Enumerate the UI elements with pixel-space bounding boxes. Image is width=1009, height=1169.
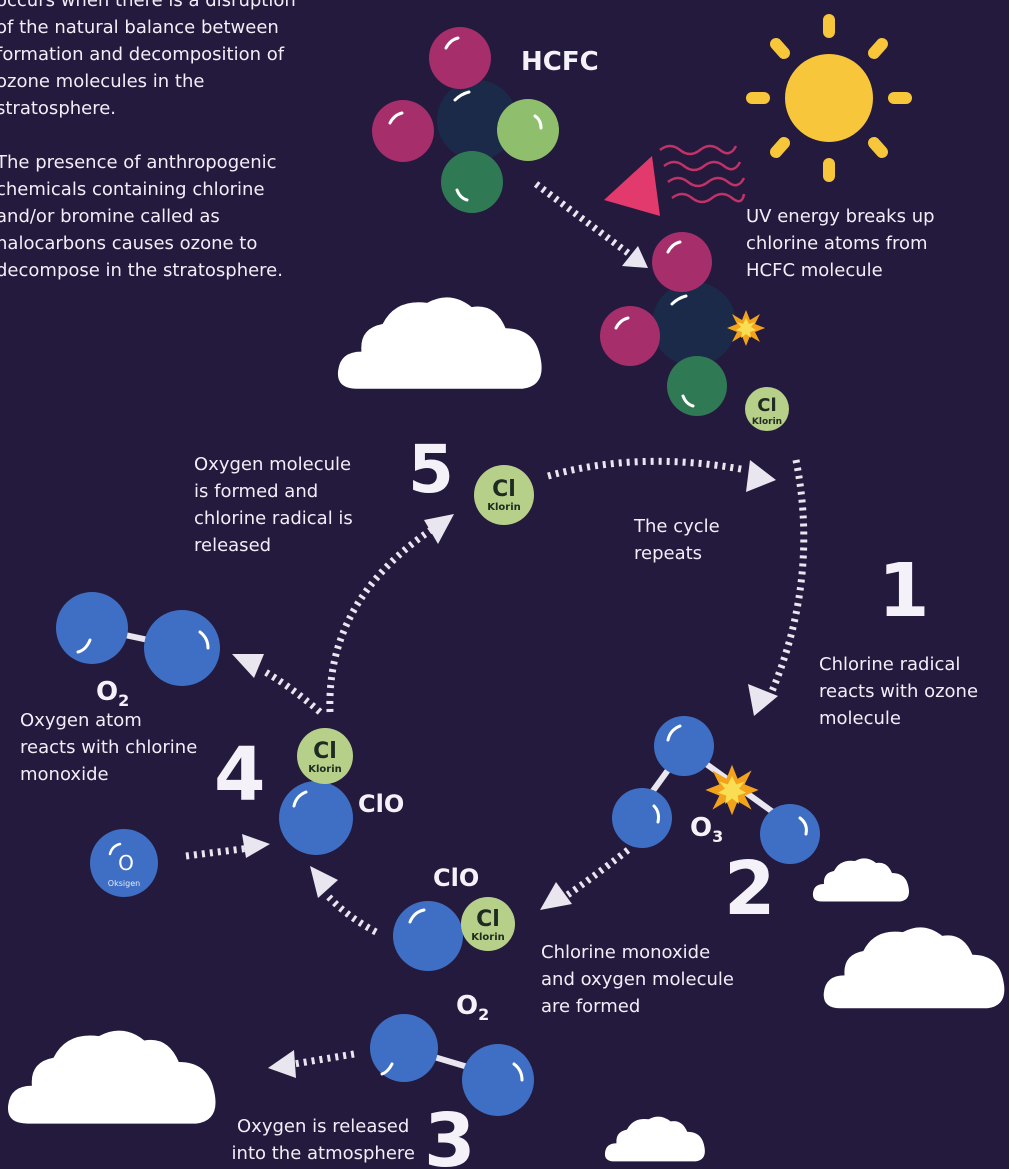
arrow-oxygen-atom-to-clo [185,834,270,860]
step-2-number: 2 [724,846,776,932]
arrow-to-o2-left [232,654,323,715]
svg-text:Cl: Cl [313,739,337,764]
arrow-ozone-to-clo [540,847,631,910]
o2-label: O2 [96,677,129,710]
svg-text:Klorin: Klorin [487,502,521,513]
svg-text:Klorin: Klorin [308,764,342,775]
chlorine-monoxide-molecule: Cl Klorin [279,728,353,855]
svg-text:Oksigen: Oksigen [108,879,140,888]
uv-caption: UV energy breaks up chlorine atoms from … [746,206,940,281]
step-5-number: 5 [408,431,454,508]
arrow-clo-to-step4 [310,866,378,936]
svg-text:Cl: Cl [492,477,516,502]
cloud-icon [823,927,1005,1009]
clo-label: ClO [433,864,479,892]
o2-label: O2 [456,991,489,1024]
step-2-text: Chlorine monoxide and oxygen molecule ar… [541,942,740,1017]
arrow-cycle-top [547,457,776,492]
explosion-icon [705,764,759,816]
chlorine-monoxide-molecule: Cl Klorin [393,897,515,971]
cloud-icon [604,1116,705,1162]
chlorine-atom: Cl Klorin [474,465,534,525]
svg-text:O: O [118,851,134,875]
o3-label: O3 [690,813,723,846]
oxygen-molecule [56,592,220,686]
step-4-text: Oxygen atom reacts with chlorine monoxid… [20,710,203,785]
svg-text:Cl: Cl [476,907,500,932]
cycle-text: The cycle repeats [633,516,725,564]
oxygen-molecule [370,1014,534,1116]
step-3-number: 3 [424,1098,476,1169]
cloud-icon [7,1030,216,1124]
step-1-number: 1 [878,548,930,634]
arrow-hcfc-to-broken [533,181,648,268]
svg-text:Klorin: Klorin [752,417,782,427]
svg-text:Cl: Cl [757,395,776,416]
arrow-up-to-step5 [326,514,454,713]
ozone-molecule [612,716,820,864]
hcfc-molecule-broken [600,232,765,416]
hcfc-molecule [372,27,559,213]
oxygen-atom: O Oksigen [90,829,158,897]
intro-paragraph-2: The presence of anthropogenic chemicals … [0,152,283,281]
explosion-icon [727,310,765,346]
svg-text:Klorin: Klorin [471,932,505,943]
intro-paragraph-1: occurs when there is a disruption of the… [0,0,302,119]
cloud-icon [812,858,909,902]
clo-label: ClO [358,790,404,818]
chlorine-atom: Cl Klorin [745,387,789,431]
arrow-to-ozone [748,459,808,716]
hcfc-label: HCFC [521,47,599,77]
step-3-text: Oxygen is released into the atmosphere [232,1116,415,1164]
step-1-text: Chlorine radical reacts with ozone molec… [819,654,984,729]
cloud-icon [337,297,542,389]
arrow-o2-release [268,1050,355,1078]
uv-rays-icon [604,144,746,216]
sun-icon [746,14,912,182]
step-4-number: 4 [214,732,266,818]
step-5-text: Oxygen molecule is formed and chlorine r… [194,454,359,556]
